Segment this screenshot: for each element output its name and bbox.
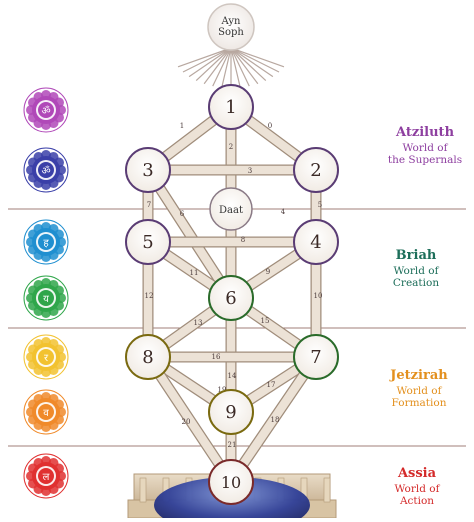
sephirah-circle [293, 147, 339, 193]
path-label: 12 [145, 292, 154, 300]
path-label: 8 [241, 236, 245, 244]
ayn-soph-line1: Ayn [221, 16, 241, 27]
chakra-symbol: ॐ [41, 165, 50, 177]
chakra-heart-icon: य [23, 275, 69, 321]
sephirah-circle [125, 334, 171, 380]
world-title-assia: Assia [397, 466, 437, 481]
ray [177, 47, 232, 68]
sephirah-number: 6 [225, 288, 236, 309]
path-channel [227, 354, 320, 485]
world-title-atziluth: Atziluth [395, 125, 455, 140]
ray [230, 47, 267, 82]
path-label: 13 [194, 319, 203, 327]
world-sub-jetzirah-2: Formation [391, 397, 447, 409]
sephirah-number: 3 [142, 160, 153, 181]
sephirah-number: 8 [142, 347, 153, 368]
ray [230, 47, 241, 88]
world-sub-briah-2: Creation [392, 277, 440, 289]
chakra-symbol: ॐ [41, 105, 50, 117]
path-label: 4 [281, 208, 286, 216]
path-label: 14 [228, 372, 237, 380]
ray [188, 47, 232, 78]
sephirah-number: 2 [310, 160, 321, 181]
chakra-solar-plexus-icon: र [23, 334, 69, 380]
sephirah-circle [208, 275, 254, 321]
temple-pillar [323, 477, 331, 503]
sephirah-circle [293, 334, 339, 380]
path-label: 18 [271, 416, 280, 424]
sephirah-number: 7 [310, 347, 321, 368]
world-sub-briah-1: World of [393, 265, 439, 277]
ayn-soph-rays [177, 47, 285, 88]
path-label: 6 [180, 210, 185, 218]
daat: Daat [209, 187, 253, 231]
world-title-briah: Briah [395, 248, 437, 263]
sephirah-number: 10 [221, 473, 241, 492]
path-label: 9 [266, 268, 270, 276]
sephirah-circle [125, 147, 171, 193]
sephirah-circle [208, 84, 254, 130]
path-label: 16 [212, 353, 221, 361]
path-label: 19 [218, 386, 227, 394]
ray [182, 47, 232, 73]
path-label: 7 [147, 201, 151, 209]
world-title-jetzirah: Jetzirah [390, 368, 448, 383]
ray [230, 47, 259, 85]
sephirah-circle [208, 389, 254, 435]
ray [212, 47, 232, 87]
sephirah-number: 4 [310, 232, 321, 253]
chakras-layer: ॐ ॐ ह य र व ल [23, 87, 69, 499]
sephirah-circle [125, 219, 171, 265]
world-sub-assia-2: Action [399, 495, 435, 507]
sephirah-circle [293, 219, 339, 265]
chakra-crown-icon: ॐ [23, 87, 69, 133]
ray [230, 47, 280, 73]
path-label: 15 [261, 317, 270, 325]
path-label: 2 [229, 143, 233, 151]
path-label: 1 [180, 122, 184, 130]
ray [230, 47, 285, 68]
chakra-symbol: व [43, 408, 49, 419]
path-label: 17 [267, 381, 276, 389]
path-label: 10 [314, 292, 323, 300]
chakra-symbol: र [44, 353, 49, 364]
sephirah-number: 9 [225, 402, 236, 423]
path-label: 0 [268, 122, 272, 130]
ayn-soph-line2: Soph [218, 27, 244, 38]
ray [203, 47, 232, 85]
path-channel [144, 354, 235, 485]
chakra-symbol: ह [43, 238, 49, 249]
path-label: 21 [228, 441, 237, 449]
world-sub-atziluth-1: World of [402, 142, 448, 154]
ray [230, 47, 274, 78]
ray [221, 47, 232, 88]
temple-pillar [139, 477, 147, 503]
path-label: 5 [318, 201, 322, 209]
world-sub-jetzirah-1: World of [396, 385, 442, 397]
sephirah-number: 5 [142, 232, 153, 253]
chakra-third-eye-icon: ॐ [23, 147, 69, 193]
world-sub-atziluth-2: the Supernals [387, 154, 463, 166]
path-label: 3 [248, 167, 252, 175]
daat-label: Daat [219, 205, 243, 216]
chakra-root-icon: ल [23, 453, 69, 499]
ray [230, 47, 250, 87]
chakra-symbol: ल [43, 472, 50, 483]
world-sub-assia-1: World of [394, 483, 440, 495]
ayn-soph: Ayn Soph [207, 3, 255, 51]
path-label: 20 [182, 418, 191, 426]
path-label: 11 [190, 269, 199, 277]
chakra-sacral-icon: व [23, 389, 69, 435]
chakra-throat-icon: ह [23, 219, 69, 265]
sephirah-circle [208, 459, 254, 505]
ray [195, 47, 232, 82]
sephirah-number: 1 [225, 97, 236, 118]
path-channel [144, 167, 235, 301]
chakra-symbol: य [43, 294, 49, 305]
